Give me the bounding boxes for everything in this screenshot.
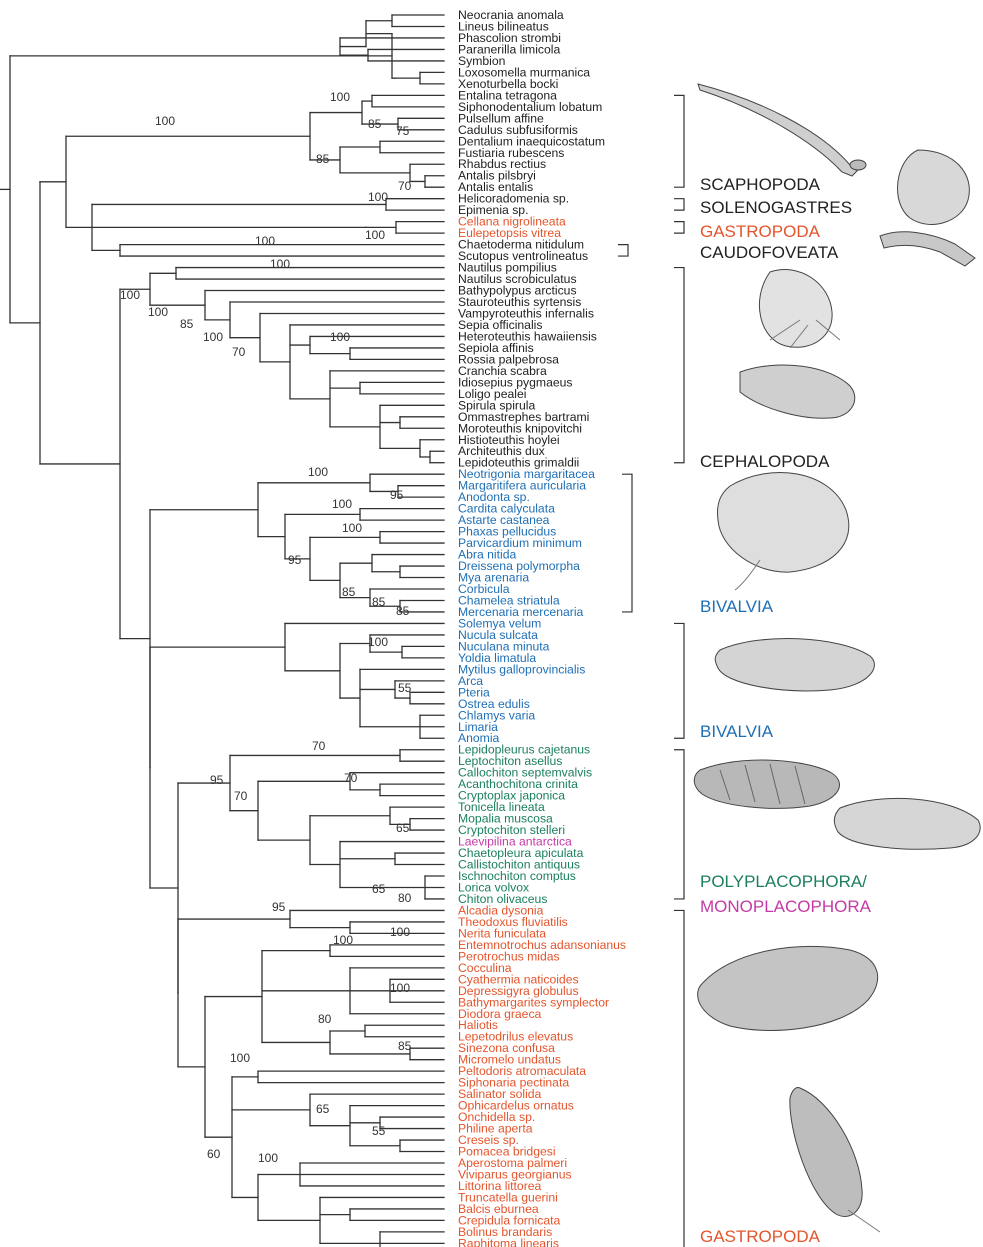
sepiolid-illustration [740,365,855,418]
support-value: 60 [207,1147,221,1161]
support-value: 55 [398,681,412,695]
support-value: 80 [398,891,412,905]
support-value: 85 [372,595,386,609]
bivalve-elongate-illustration [715,639,874,691]
support-value: 100 [255,234,275,248]
clade-bracket [622,474,632,612]
support-value: 70 [234,789,248,803]
whelk-illustration [790,1087,880,1232]
support-value: 55 [372,1124,386,1138]
support-value: 65 [372,882,386,896]
support-value: 100 [330,90,350,104]
support-value: 100 [368,190,388,204]
support-value: 70 [312,739,326,753]
support-value: 100 [230,1051,250,1065]
bivalve-cockle-illustration [718,473,849,591]
support-value: 100 [308,465,328,479]
clade-bracket [674,268,684,463]
support-value: 100 [155,114,175,128]
support-value: 100 [258,1151,278,1165]
clade-bracket [674,199,684,210]
support-value: 100 [332,497,352,511]
clade-label: BIVALVIA [700,597,774,616]
support-value: 95 [272,900,286,914]
support-value: 100 [203,330,223,344]
support-value: 100 [148,305,168,319]
solenogaster-illustration [898,150,970,224]
support-value: 95 [210,773,224,787]
support-value: 100 [330,330,350,344]
clade-label: GASTROPODA [700,1227,821,1246]
support-value: 75 [396,124,410,138]
clade-bracket [618,245,628,256]
support-value: 100 [333,933,353,947]
caudofoveate-illustration [880,232,975,266]
clade-bracket [674,623,684,738]
support-value: 70 [232,345,246,359]
clade-bracket [674,222,684,233]
clade-bracket [674,95,684,187]
clade-label: GASTROPODA [700,222,821,241]
clade-label: CEPHALOPODA [700,452,830,471]
clade-brackets [618,95,684,1247]
taxon-label: Raphitoma linearis [458,1236,559,1247]
support-value: 100 [368,635,388,649]
support-value: 95 [390,488,404,502]
support-value: 70 [344,771,358,785]
support-value: 95 [288,553,302,567]
monoplacophoran-illustration [834,798,980,849]
support-value: 65 [396,821,410,835]
clade-label: CAUDOFOVEATA [700,243,839,262]
clade-label: POLYPLACOPHORA/ [700,872,867,891]
clade-label: MONOPLACOPHORA [700,897,872,916]
octopus-illustration [759,270,840,348]
chiton-illustration [694,760,839,808]
support-value: 80 [318,1012,332,1026]
support-value: 85 [342,585,356,599]
support-value: 100 [270,257,290,271]
clade-bracket [674,910,684,1247]
support-value: 100 [342,521,362,535]
support-value: 100 [390,925,410,939]
clade-bracket [674,750,684,899]
scaphopod-illustration [698,84,866,176]
support-values: 100 100 85 75 85 70 100 100 100 100 100 100 85 100 70 1… [120,90,412,1165]
support-value: 70 [398,179,412,193]
support-value: 85 [398,1039,412,1053]
clade-label: SCAPHOPODA [700,175,821,194]
support-value: 100 [365,228,385,242]
support-value: 65 [316,1102,330,1116]
support-value: 85 [316,152,330,166]
support-value: 100 [390,981,410,995]
clade-label: BIVALVIA [700,722,774,741]
abalone-illustration [698,946,878,1030]
support-value: 85 [396,604,410,618]
support-value: 100 [120,288,140,302]
clade-label: SOLENOGASTRES [700,198,852,217]
support-value: 85 [180,317,194,331]
support-value: 85 [368,117,382,131]
